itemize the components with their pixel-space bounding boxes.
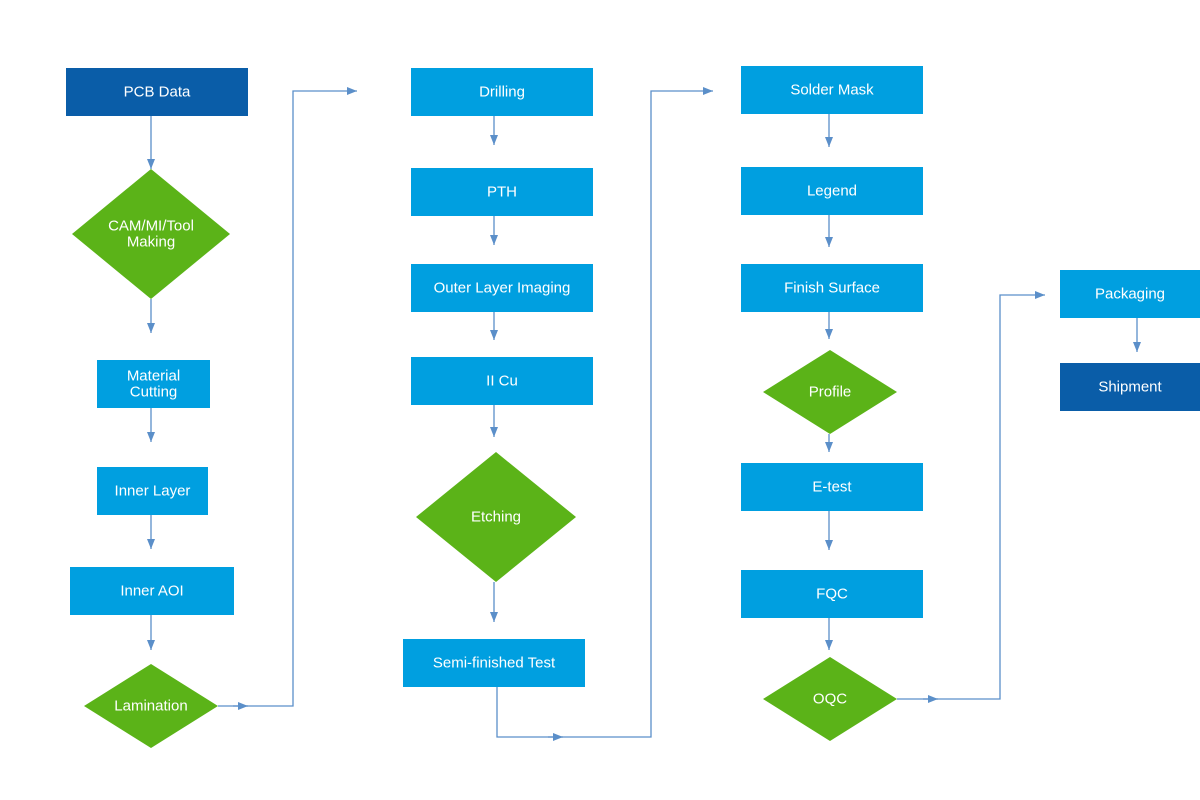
connector-oqc-to-packaging [897, 291, 1045, 700]
node-label: Shipment [1098, 379, 1162, 396]
node-packaging: Packaging [1060, 270, 1200, 318]
node-label: Cutting [130, 384, 178, 401]
decision-diamond [763, 657, 897, 741]
node-inner-layer: Inner Layer [97, 467, 208, 515]
node-label: Inner AOI [120, 583, 183, 600]
terminal-box [1060, 363, 1200, 411]
node-semi-test: Semi-finished Test [403, 639, 585, 687]
node-outer-imaging: Outer Layer Imaging [411, 264, 593, 312]
node-label: Material [127, 368, 180, 385]
process-box [411, 264, 593, 312]
node-label: Inner Layer [115, 483, 191, 500]
node-ii-cu: II Cu [411, 357, 593, 405]
node-label: II Cu [486, 373, 518, 390]
node-label: CAM/MI/Tool [108, 218, 194, 235]
node-pth: PTH [411, 168, 593, 216]
node-label: Outer Layer Imaging [434, 280, 571, 297]
node-finish-surface: Finish Surface [741, 264, 923, 312]
node-label: E-test [812, 479, 852, 496]
node-oqc: OQC [763, 657, 897, 741]
process-box [411, 68, 593, 116]
node-label: PTH [487, 184, 517, 201]
process-box [741, 463, 923, 511]
node-label: Profile [809, 384, 852, 401]
node-legend: Legend [741, 167, 923, 215]
node-label: Semi-finished Test [433, 655, 556, 672]
node-shipment: Shipment [1060, 363, 1200, 411]
process-box [70, 567, 234, 615]
process-box [403, 639, 585, 687]
node-drilling: Drilling [411, 68, 593, 116]
decision-diamond [84, 664, 218, 748]
node-lamination: Lamination [84, 664, 218, 748]
process-box [741, 66, 923, 114]
node-label: OQC [813, 691, 847, 708]
node-label: Solder Mask [790, 82, 874, 99]
node-profile: Profile [763, 350, 897, 434]
decision-diamond [72, 169, 230, 299]
node-label: PCB Data [124, 84, 191, 101]
decision-diamond [763, 350, 897, 434]
connector-lamination-to-drilling [218, 87, 357, 707]
process-box [97, 360, 210, 408]
node-label: Finish Surface [784, 280, 880, 297]
process-box [97, 467, 208, 515]
process-box [1060, 270, 1200, 318]
node-pcb-data: PCB Data [66, 68, 248, 116]
connector-semi_test-to-solder_mask [496, 87, 713, 738]
node-layer: PCB DataCAM/MI/ToolMakingMaterialCutting… [66, 66, 1200, 748]
process-box [741, 570, 923, 618]
node-label: Packaging [1095, 286, 1165, 303]
node-solder-mask: Solder Mask [741, 66, 923, 114]
node-label: Lamination [114, 698, 187, 715]
node-label: FQC [816, 586, 848, 603]
node-inner-aoi: Inner AOI [70, 567, 234, 615]
node-e-test: E-test [741, 463, 923, 511]
process-box [741, 264, 923, 312]
node-label: Drilling [479, 84, 525, 101]
node-label: Etching [471, 509, 521, 526]
process-box [411, 168, 593, 216]
decision-diamond [416, 452, 576, 582]
node-label: Legend [807, 183, 857, 200]
node-label: Making [127, 234, 175, 251]
node-fqc: FQC [741, 570, 923, 618]
process-box [741, 167, 923, 215]
connector-layer [147, 87, 1141, 741]
process-box [411, 357, 593, 405]
node-etching: Etching [416, 452, 576, 582]
terminal-box [66, 68, 248, 116]
